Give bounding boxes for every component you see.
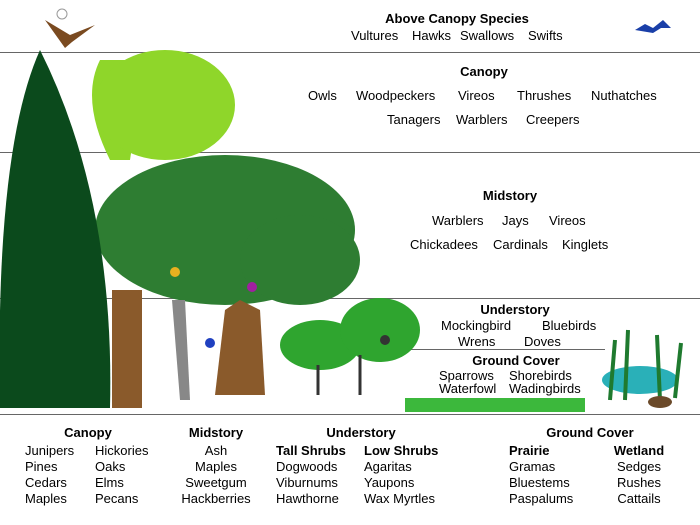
plants-understory-title: Understory	[326, 425, 396, 440]
prairie-col: Prairie Gramas Bluestems Paspalums	[509, 443, 573, 507]
above-canopy-title: Above Canopy Species	[385, 11, 529, 26]
ground-cover-title: Ground Cover	[472, 353, 560, 368]
wetland-title: Wetland	[613, 443, 665, 458]
wetland-col: Wetland Sedges Rushes Cattails	[614, 443, 664, 507]
plant-ash: Ash	[204, 443, 228, 458]
species-hawks: Hawks	[412, 28, 452, 43]
eagle-icon	[45, 8, 95, 48]
shrub-icon	[280, 298, 420, 395]
species-nuthatches: Nuthatches	[591, 88, 657, 103]
species-jays: Jays	[502, 213, 529, 228]
prairie-title: Prairie	[509, 443, 550, 458]
plant-wax-myrtles: Wax Myrtles	[364, 491, 436, 506]
low-shrubs-title: Low Shrubs	[364, 443, 439, 458]
plant-maples: Maples	[195, 459, 237, 474]
species-kinglets: Kinglets	[562, 237, 609, 252]
species-warblers: Warblers	[432, 213, 484, 228]
species-sparrows: Sparrows	[439, 368, 494, 383]
plant-cedars: Cedars	[25, 475, 67, 490]
species-thrushes: Thrushes	[517, 88, 572, 103]
plant-viburnums: Viburnums	[276, 475, 338, 490]
species-warblers: Warblers	[456, 112, 508, 127]
plant-gramas: Gramas	[509, 459, 556, 474]
species-woodpeckers: Woodpeckers	[356, 88, 436, 103]
species-mockingbird: Mockingbird	[441, 318, 512, 333]
understory-title: Understory	[480, 302, 550, 317]
oak-tree-icon	[92, 50, 235, 408]
forest-illustration	[0, 8, 683, 412]
divider-canopy	[0, 152, 700, 153]
plant-paspalums: Paspalums	[509, 491, 574, 506]
duck-icon	[648, 396, 672, 408]
species-cardinals: Cardinals	[493, 237, 548, 252]
species-chickadees: Chickadees	[410, 237, 478, 252]
birds-icon	[170, 267, 390, 348]
plant-hawthorne: Hawthorne	[276, 491, 339, 506]
species-wadingbirds: Wadingbirds	[509, 381, 581, 396]
species-swifts: Swifts	[528, 28, 563, 43]
species-tanagers: Tanagers	[387, 112, 441, 127]
plants-canopy-title: Canopy	[64, 425, 112, 440]
grass	[405, 398, 585, 412]
plants-midstory-title: Midstory	[188, 425, 244, 440]
plant-sweetgum: Sweetgum	[185, 475, 247, 490]
plant-dogwoods: Dogwoods	[276, 459, 338, 474]
divider-ground	[0, 414, 700, 415]
species-swallows: Swallows	[460, 28, 515, 43]
plant-hickories: Hickories	[95, 443, 149, 458]
low-shrubs-col: Low Shrubs Agaritas Yaupons Wax Myrtles	[364, 443, 438, 507]
species-wrens: Wrens	[458, 334, 496, 349]
plant-maples: Maples	[25, 491, 67, 506]
divider-midstory	[0, 298, 700, 299]
plant-cattails: Cattails	[617, 491, 661, 506]
divider-above-canopy	[0, 52, 700, 53]
plant-pecans: Pecans	[95, 491, 139, 506]
midstory-col: Ash Maples Sweetgum Hackberries	[181, 443, 250, 507]
plant-hackberries: Hackberries	[181, 491, 251, 506]
canopy-title: Canopy	[460, 64, 508, 79]
divider-understory	[405, 349, 605, 350]
midstory-tree-icon	[95, 155, 360, 400]
species-vireos: Vireos	[549, 213, 586, 228]
canopy-col2: Hickories Oaks Elms Pecans	[95, 443, 148, 507]
tall-shrubs-title: Tall Shrubs	[276, 443, 346, 458]
species-owls: Owls	[308, 88, 337, 103]
plant-yaupons: Yaupons	[364, 475, 415, 490]
species-creepers: Creepers	[526, 112, 580, 127]
pond-icon	[602, 329, 683, 401]
species-vultures: Vultures	[351, 28, 399, 43]
species-waterfowl: Waterfowl	[439, 381, 497, 396]
species-doves: Doves	[524, 334, 561, 349]
species-bluebirds: Bluebirds	[542, 318, 597, 333]
midstory-title: Midstory	[482, 188, 538, 203]
plant-pines: Pines	[25, 459, 58, 474]
juniper-tree-icon	[0, 50, 111, 408]
plant-sedges: Sedges	[616, 459, 662, 474]
plant-elms: Elms	[95, 475, 124, 490]
plant-agaritas: Agaritas	[364, 459, 412, 474]
plant-oaks: Oaks	[95, 459, 126, 474]
species-shorebirds: Shorebirds	[509, 368, 572, 383]
species-vireos: Vireos	[458, 88, 495, 103]
plant-bluestems: Bluestems	[509, 475, 570, 490]
plant-rushes: Rushes	[616, 475, 662, 490]
plants-ground-cover-title: Ground Cover	[546, 425, 634, 440]
canopy-col1: Junipers Pines Cedars Maples	[25, 443, 74, 507]
swallow-icon	[635, 20, 671, 33]
plant-junipers: Junipers	[25, 443, 75, 458]
tall-shrubs-col: Tall Shrubs Dogwoods Viburnums Hawthorne	[276, 443, 346, 507]
